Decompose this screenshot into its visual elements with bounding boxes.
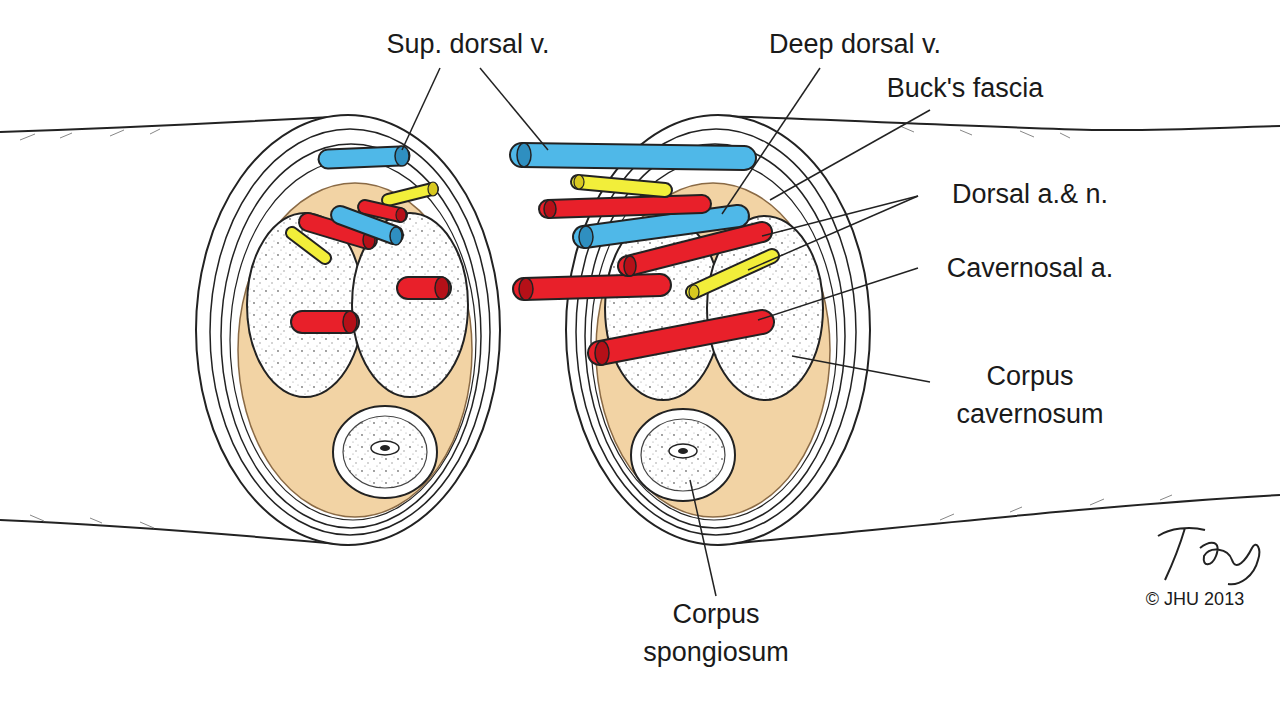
leader-lines	[402, 68, 930, 596]
left-vessels	[292, 146, 449, 333]
copyright-notice: © JHU 2013	[1115, 587, 1275, 612]
part-label: Dorsal a.& n.	[910, 176, 1150, 214]
right-vessels	[517, 143, 772, 365]
part-label: Cavernosal a.	[910, 250, 1150, 288]
part-label: Corpus cavernosum	[930, 358, 1130, 434]
part-label: Buck's fascia	[845, 70, 1085, 108]
left-cross-section	[196, 115, 500, 545]
part-label: Sup. dorsal v.	[348, 26, 588, 64]
part-label: Corpus spongiosum	[616, 596, 816, 672]
part-label: Deep dorsal v.	[735, 26, 975, 64]
artist-signature	[1158, 528, 1259, 584]
right-cross-section	[566, 115, 870, 545]
